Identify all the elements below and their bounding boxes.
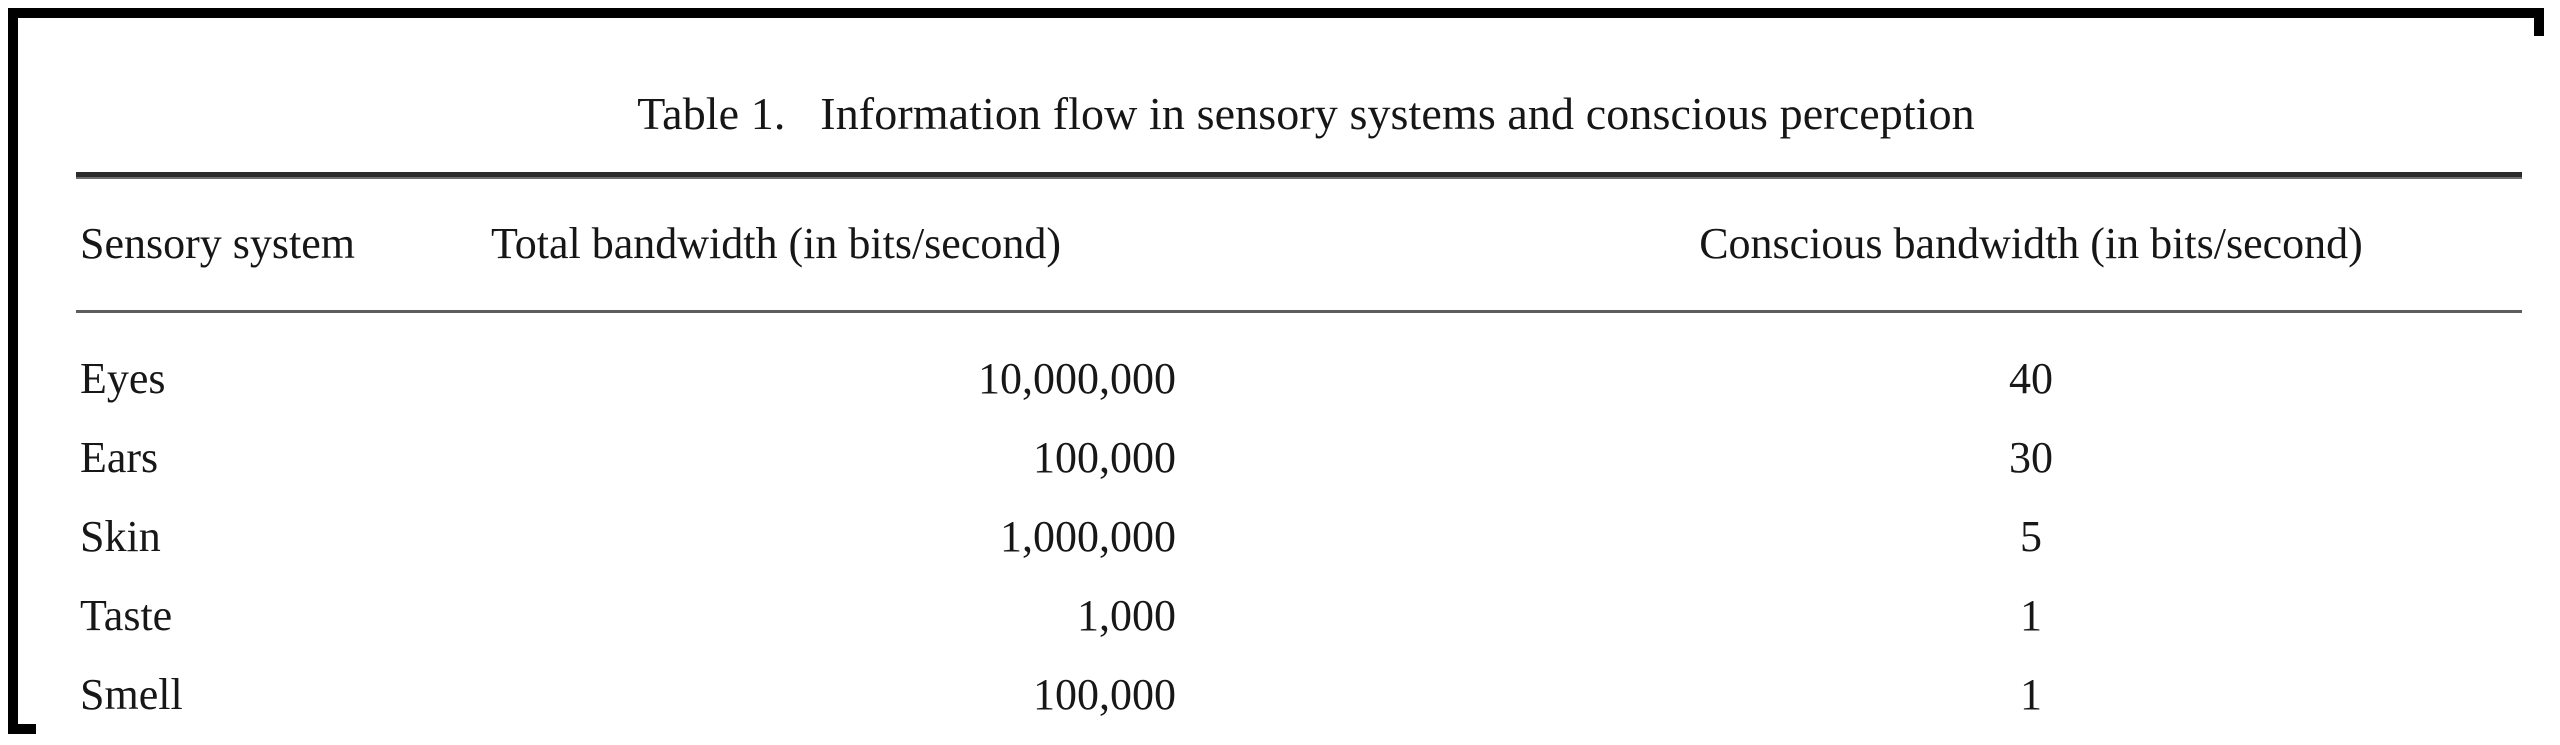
cell-total-bandwidth: 100,000 (1033, 433, 1176, 482)
table-row: Smell 100,000 1 (36, 664, 2560, 743)
table-row: Skin 1,000,000 5 (36, 506, 2560, 585)
cell-conscious-bandwidth: 40 (2009, 354, 2053, 403)
table-header-row: Sensory system Total bandwidth (in bits/… (36, 216, 2560, 272)
cell-total-bandwidth: 1,000 (1077, 591, 1176, 640)
table-row: Eyes 10,000,000 40 (36, 348, 2560, 427)
cell-conscious-bandwidth: 5 (2020, 512, 2042, 561)
table-page: Table 1. Information flow in sensory sys… (36, 36, 2560, 745)
cell-sensory-system: Skin (80, 512, 161, 561)
table-caption: Table 1. Information flow in sensory sys… (637, 88, 1975, 139)
cell-sensory-system: Taste (80, 591, 173, 640)
cell-total-bandwidth: 1,000,000 (1000, 512, 1176, 561)
column-header-conscious-bandwidth: Conscious bandwidth (in bits/second) (1699, 219, 2363, 268)
cell-sensory-system: Ears (80, 433, 159, 482)
table-rule-top (76, 172, 2522, 177)
table-rule-header-separator (76, 310, 2522, 313)
cell-sensory-system: Smell (80, 670, 183, 719)
table-row: Ears 100,000 30 (36, 427, 2560, 506)
column-header-sensory-system: Sensory system (80, 219, 355, 268)
table-row: Taste 1,000 1 (36, 585, 2560, 664)
column-header-total-bandwidth: Total bandwidth (in bits/second) (490, 219, 1062, 268)
cell-sensory-system: Eyes (80, 354, 166, 403)
cell-total-bandwidth: 10,000,000 (978, 354, 1176, 403)
cell-conscious-bandwidth: 1 (2020, 591, 2042, 640)
cell-conscious-bandwidth: 30 (2009, 433, 2053, 482)
figure-frame: Table 1. Information flow in sensory sys… (8, 8, 2560, 745)
cell-total-bandwidth: 100,000 (1033, 670, 1176, 719)
cell-conscious-bandwidth: 1 (2020, 670, 2042, 719)
table-body: Eyes 10,000,000 40 Ears 100,000 30 Skin … (36, 348, 2560, 743)
